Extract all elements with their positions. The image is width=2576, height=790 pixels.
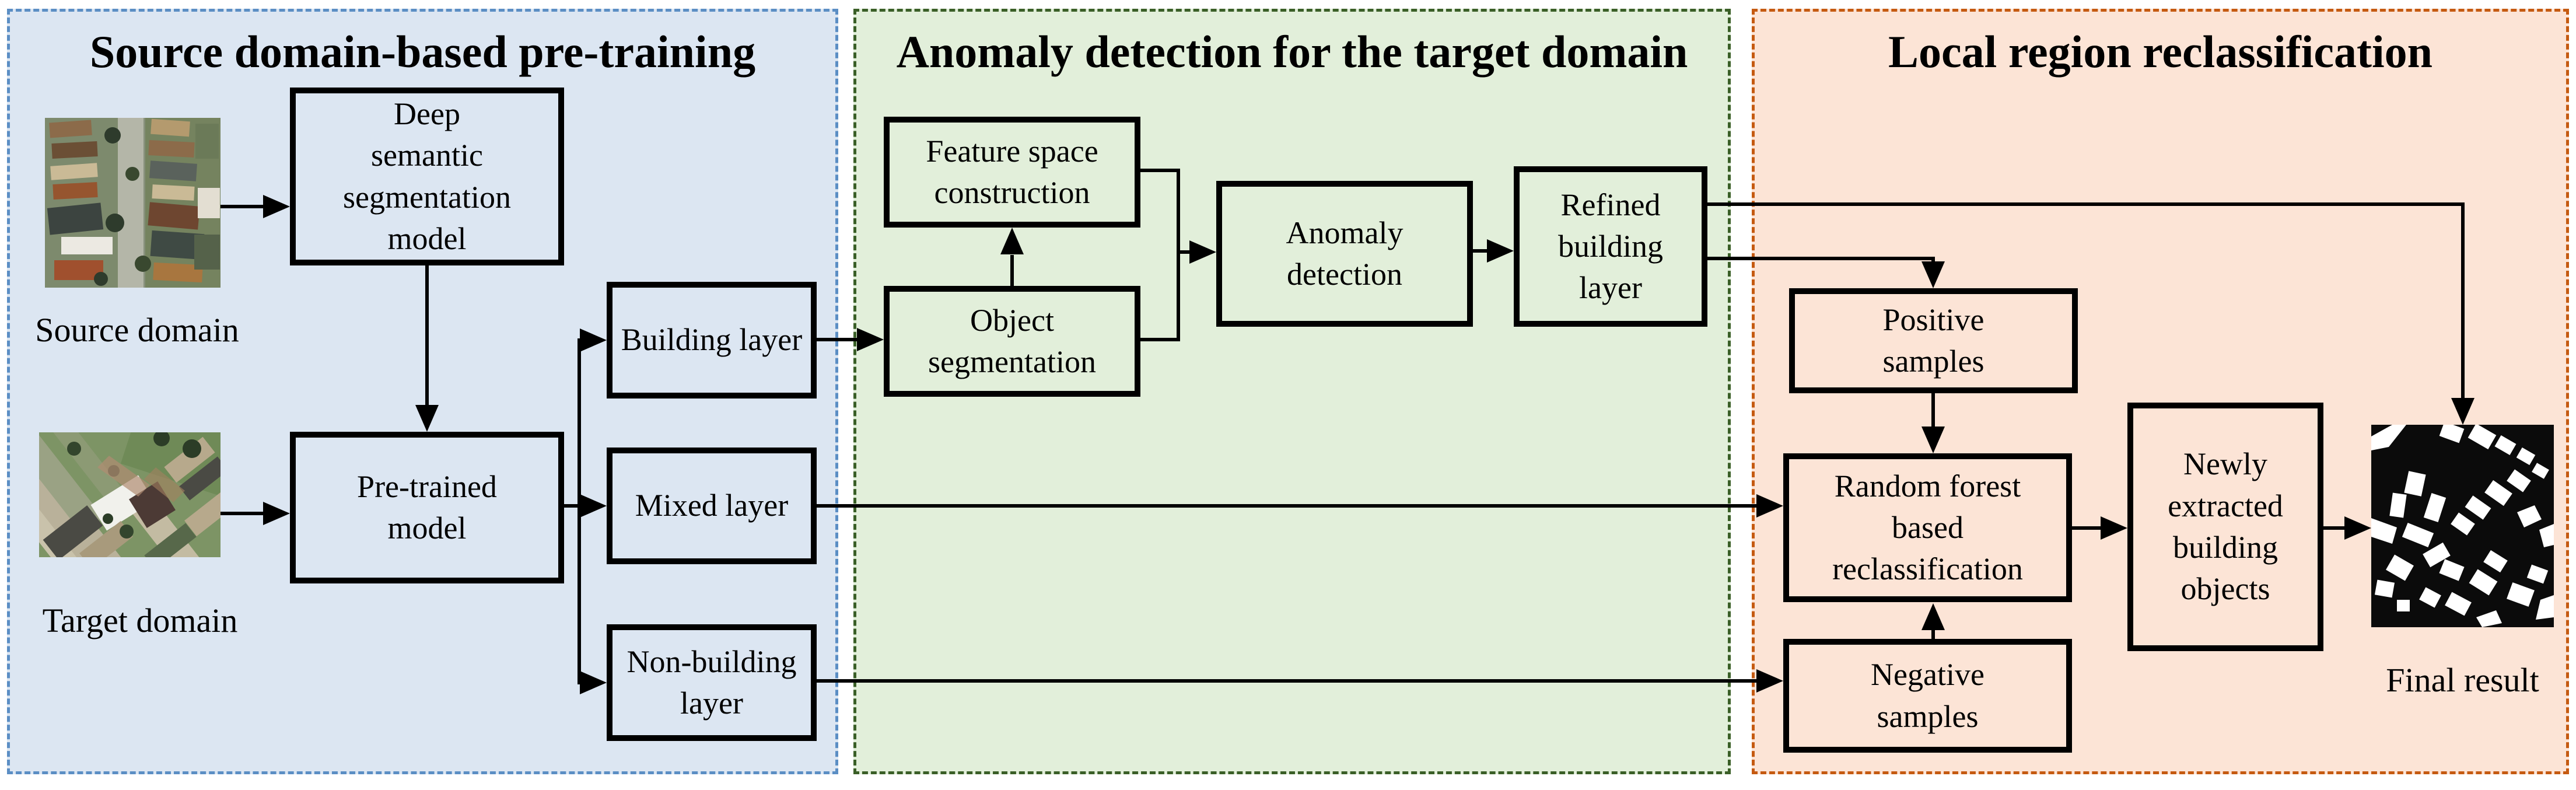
arrow-source-to-dss-line xyxy=(220,205,264,208)
panel-title-anomaly: Anomaly detection for the target domain xyxy=(896,26,1688,77)
line-pretrained-to-branch xyxy=(564,504,581,508)
panel-title-pretraining: Source domain-based pre-training xyxy=(89,26,756,77)
node-anomaly-detection: Anomaly detection xyxy=(1216,181,1473,327)
arrow-building-to-objseg-head xyxy=(857,328,884,351)
arrow-rf-to-newly-head xyxy=(2101,516,2127,540)
final-result-caption: Final result xyxy=(2386,661,2539,699)
final-result-image xyxy=(2371,425,2554,627)
arrow-nonbuilding-to-negative-head xyxy=(1756,669,1783,693)
target-domain-aerial-graphic xyxy=(39,432,220,557)
arrow-dss-to-pretrained-head xyxy=(415,405,439,432)
node-deep-semantic-segmentation-model: Deep semantic segmentation model xyxy=(290,88,564,265)
arrow-anomaly-to-refined-head xyxy=(1487,239,1514,263)
arrow-branch-to-mixed-head xyxy=(580,494,607,518)
line-refined-to-final-vertical xyxy=(2461,202,2465,401)
arrow-nonbuilding-to-negative-line xyxy=(817,679,1758,683)
arrow-positive-to-rf-line xyxy=(1931,393,1935,427)
arrow-branch-to-building-head xyxy=(580,328,607,352)
arrow-newly-to-final-line xyxy=(2323,526,2346,530)
node-building-layer: Building layer xyxy=(607,282,817,399)
target-domain-image xyxy=(39,432,220,557)
arrow-negative-to-rf-head xyxy=(1922,603,1945,630)
node-refined-building-layer: Refined building layer xyxy=(1514,166,1707,327)
line-refined-to-positive-horizontal xyxy=(1707,257,1935,260)
target-domain-caption: Target domain xyxy=(42,602,238,639)
node-mixed-layer: Mixed layer xyxy=(607,448,817,564)
line-refined-to-positive-vertical xyxy=(1931,257,1935,264)
arrow-newly-to-final-head xyxy=(2344,516,2371,540)
node-object-segmentation: Object segmentation xyxy=(884,286,1140,397)
arrow-merge-to-anomaly-head xyxy=(1189,240,1216,264)
arrow-mixed-to-rf-head xyxy=(1756,494,1783,518)
arrow-negative-to-rf-line xyxy=(1931,629,1935,639)
node-pretrained-model: Pre-trained model xyxy=(290,432,564,583)
arrow-rf-to-newly-line xyxy=(2072,526,2102,530)
node-random-forest-reclassification: Random forest based reclassification xyxy=(1783,453,2072,602)
line-merge-vertical xyxy=(1177,169,1180,341)
arrow-branch-to-nonbuilding-head xyxy=(580,671,607,694)
arrow-objseg-to-fsc-head xyxy=(1000,228,1024,254)
source-domain-image xyxy=(45,118,220,288)
arrow-refined-to-positive-head xyxy=(1922,261,1945,288)
branch-trunk-line xyxy=(578,338,581,684)
arrow-dss-to-pretrained-line xyxy=(425,265,429,406)
node-feature-space-construction: Feature space construction xyxy=(884,117,1140,228)
node-positive-samples: Positive samples xyxy=(1789,288,2078,393)
arrow-positive-to-rf-head xyxy=(1922,427,1945,453)
line-objseg-exit xyxy=(1140,338,1180,341)
arrow-objseg-to-fsc-line xyxy=(1010,255,1014,286)
panel-title-local: Local region reclassification xyxy=(1888,26,2432,77)
arrow-anomaly-to-refined-line xyxy=(1473,249,1488,253)
source-domain-caption: Source domain xyxy=(35,311,239,349)
line-refined-to-final-horizontal xyxy=(1707,202,2465,206)
panel-anomaly-detection: Anomaly detection for the target domain xyxy=(853,9,1731,774)
source-domain-aerial-graphic xyxy=(45,118,220,288)
final-result-binary-graphic xyxy=(2371,425,2554,627)
arrow-mixed-to-rf-line xyxy=(817,504,1758,508)
arrow-merge-to-anomaly-line xyxy=(1180,250,1190,254)
node-nonbuilding-layer: Non-building layer xyxy=(607,624,817,741)
arrow-target-to-pretrained-line xyxy=(220,512,263,515)
line-fsc-exit xyxy=(1140,169,1180,172)
arrow-source-to-dss-head xyxy=(263,195,290,218)
arrow-refined-to-final-head xyxy=(2451,398,2474,425)
node-negative-samples: Negative samples xyxy=(1783,639,2072,753)
arrow-target-to-pretrained-head xyxy=(263,502,290,525)
arrow-building-to-objseg-line xyxy=(817,338,858,341)
node-newly-extracted-building-objects: Newly extracted building objects xyxy=(2127,403,2323,651)
